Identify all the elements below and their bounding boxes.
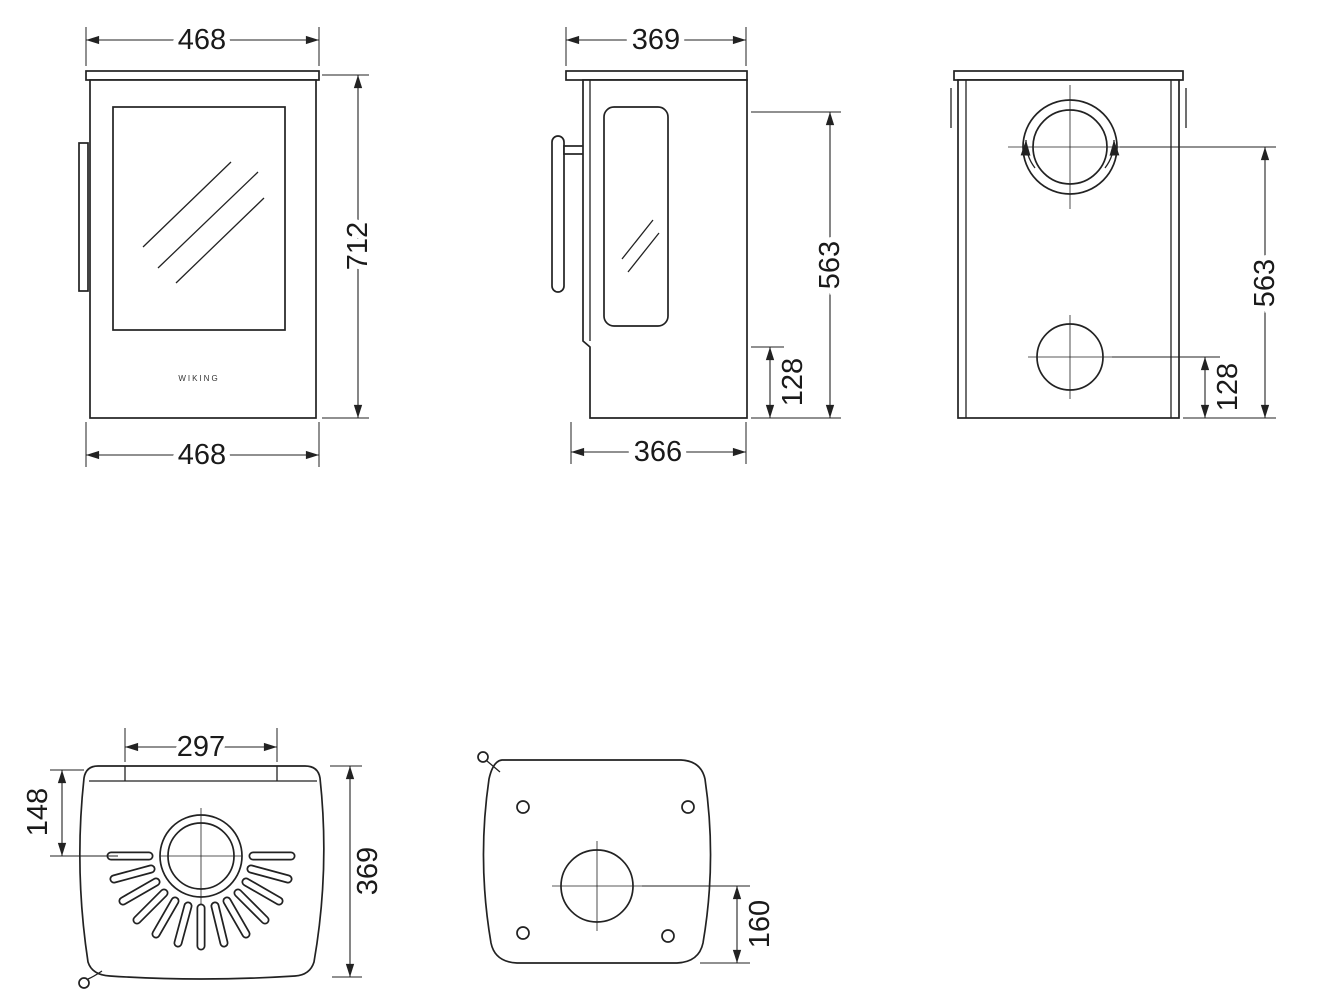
dim-label: 563 bbox=[814, 241, 846, 289]
dim-front-width-top: 468 bbox=[85, 19, 320, 66]
top-view-outline bbox=[78, 765, 325, 980]
rear-view: 563 128 bbox=[950, 70, 1287, 419]
dim-label: 468 bbox=[178, 439, 226, 471]
glass-reflection-line bbox=[157, 171, 259, 269]
glass-reflection-line bbox=[621, 219, 654, 260]
brand-logo-text: WIKING bbox=[178, 374, 219, 383]
dim-side-depth-bottom: 366 bbox=[570, 422, 747, 474]
rear-top-plate bbox=[953, 70, 1184, 81]
side-glass-window bbox=[603, 106, 669, 327]
air-vent-slots bbox=[106, 851, 296, 951]
front-hinge bbox=[78, 142, 89, 292]
dim-side-depth-top: 369 bbox=[565, 19, 747, 66]
dim-top-flue-offset: 148 bbox=[17, 769, 118, 857]
rear-flue-collar-inner bbox=[1032, 109, 1108, 185]
dim-label: 369 bbox=[352, 847, 384, 895]
dim-label: 369 bbox=[632, 24, 680, 56]
glass-reflection-line bbox=[627, 232, 660, 273]
rear-body-outline bbox=[957, 79, 1180, 419]
dim-label: 297 bbox=[177, 731, 225, 763]
front-view: WIKING 468 712 468 bbox=[78, 19, 380, 477]
dim-label: 128 bbox=[777, 358, 809, 406]
thermo-cord-end bbox=[78, 977, 90, 989]
front-glass-window bbox=[112, 106, 286, 331]
glass-reflection-line bbox=[175, 197, 265, 284]
dim-bottom-flue-offset: 160 bbox=[642, 885, 782, 964]
mounting-hole bbox=[681, 800, 695, 814]
mounting-hole bbox=[661, 929, 675, 943]
dim-top-opening-width: 297 bbox=[124, 726, 278, 769]
dim-label: 712 bbox=[342, 222, 374, 270]
dim-rear-outlet-height: 128 bbox=[1112, 356, 1250, 418]
thermo-cord bbox=[486, 760, 501, 773]
top-view: 297 148 369 bbox=[17, 726, 390, 989]
dim-label: 160 bbox=[744, 900, 776, 948]
mounting-hole bbox=[516, 800, 530, 814]
dim-label: 468 bbox=[178, 24, 226, 56]
dim-side-height-upper: 563 bbox=[751, 111, 852, 419]
thermo-cord-end bbox=[477, 751, 489, 763]
dim-label: 366 bbox=[634, 436, 682, 468]
front-top-plate bbox=[85, 70, 320, 81]
dim-rear-flue-height: 563 bbox=[1120, 146, 1287, 419]
dim-front-height: 712 bbox=[322, 74, 380, 419]
top-flue-inner bbox=[167, 822, 235, 890]
mounting-hole bbox=[516, 926, 530, 940]
side-handle-bracket bbox=[563, 145, 585, 155]
rear-lower-outlet bbox=[1036, 323, 1104, 391]
front-body-outline bbox=[89, 79, 317, 419]
thermo-cord bbox=[87, 970, 103, 980]
top-flue-outer bbox=[159, 814, 243, 898]
dim-label: 128 bbox=[1212, 363, 1244, 411]
dim-label: 148 bbox=[22, 788, 54, 836]
glass-reflection-line bbox=[142, 161, 232, 248]
dim-label: 563 bbox=[1249, 259, 1281, 307]
rotation-arrow bbox=[1104, 139, 1120, 169]
bottom-flue-opening bbox=[560, 849, 634, 923]
rotation-arrow bbox=[1020, 139, 1036, 169]
dim-front-width-bottom: 468 bbox=[85, 422, 320, 477]
dim-top-depth: 369 bbox=[330, 765, 390, 978]
side-body-outline bbox=[582, 79, 748, 419]
side-view: 369 563 128 366 bbox=[551, 19, 852, 474]
bottom-view: 160 bbox=[477, 751, 782, 964]
side-door-handle bbox=[551, 135, 565, 293]
dim-side-height-lower: 128 bbox=[751, 346, 815, 418]
side-top-plate bbox=[565, 70, 748, 81]
